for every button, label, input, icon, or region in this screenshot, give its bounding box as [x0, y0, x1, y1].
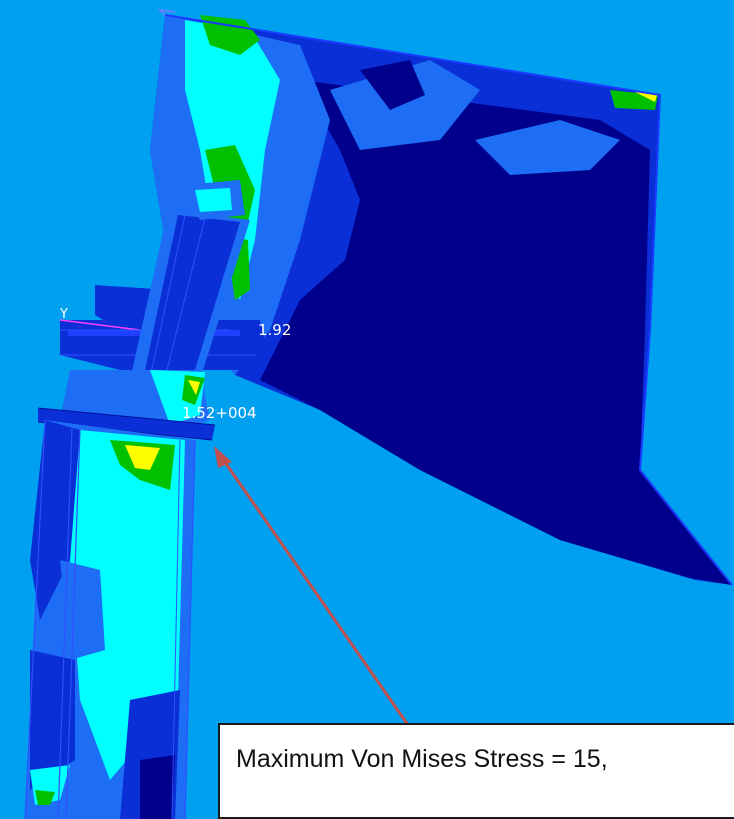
max-stress-value-label: 1.52+004 [182, 404, 257, 422]
node-value-label: 1.92 [258, 321, 292, 339]
y-axis-label: Y [60, 307, 68, 322]
vertical-column [24, 419, 196, 819]
diagonal-strut [130, 180, 250, 380]
max-stress-callout: Maximum Von Mises Stress = 15, [218, 723, 734, 819]
callout-text: Maximum Von Mises Stress = 15, [236, 745, 608, 773]
plate-body [150, 8, 733, 586]
callout-arrow [214, 446, 410, 726]
